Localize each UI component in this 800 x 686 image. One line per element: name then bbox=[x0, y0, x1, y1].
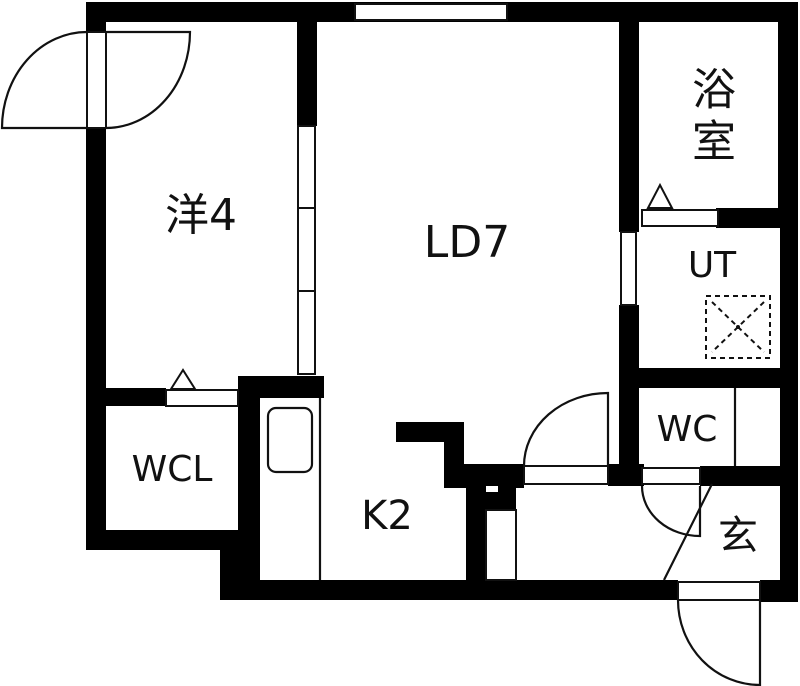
sink-icon bbox=[266, 406, 314, 474]
room-label-kitchen: K2 bbox=[361, 493, 413, 539]
wall-western-ld bbox=[297, 2, 317, 126]
room-label-ld: LD7 bbox=[423, 217, 511, 268]
room-label-wc: WC bbox=[656, 409, 718, 450]
door-swing-entrance bbox=[676, 599, 762, 686]
room-label-western: 洋4 bbox=[165, 190, 237, 241]
door-swing-west-inner bbox=[105, 30, 192, 130]
sliding-partition bbox=[297, 125, 316, 209]
door-swing-wc bbox=[640, 485, 702, 538]
door-swing-west-outer bbox=[0, 30, 88, 130]
door-jamb-west bbox=[86, 31, 107, 129]
room-label-wcl: WCL bbox=[131, 449, 213, 490]
window-ld-top bbox=[354, 3, 508, 21]
triangle-marker-bath bbox=[646, 182, 674, 209]
wall-left bbox=[86, 2, 106, 550]
room-label-bathroom: 浴室 bbox=[684, 66, 735, 170]
door-swing-ld bbox=[522, 391, 610, 467]
wall-ld-bath bbox=[619, 2, 639, 232]
room-label-ut: UT bbox=[687, 245, 737, 286]
room-label-entrance: 玄 bbox=[718, 513, 758, 559]
triangle-marker-western bbox=[169, 368, 197, 390]
